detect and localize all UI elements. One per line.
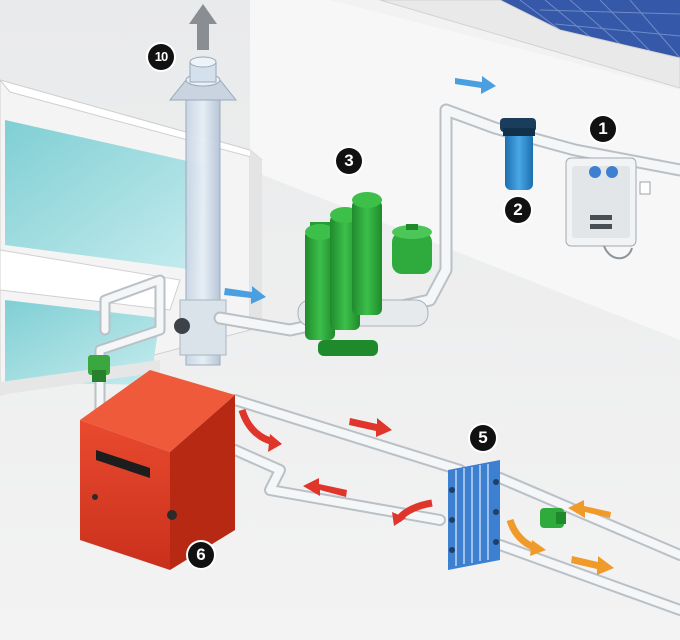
pipework <box>94 103 680 616</box>
circulation-pump <box>540 508 566 528</box>
component-badge-1: 1 <box>590 116 616 142</box>
water-flow-arrow-icon <box>455 76 496 94</box>
component-badge-2: 2 <box>505 197 531 223</box>
control-unit <box>565 157 651 260</box>
cooling-flow-arrow-icon <box>506 518 546 556</box>
component-badge-5: 5 <box>470 425 496 451</box>
cooling-flow-arrow-icon <box>571 556 614 575</box>
cooling-flow-arrow-icon <box>568 500 611 518</box>
pool-water-lower <box>5 300 160 385</box>
pool-water-upper <box>5 120 205 270</box>
heating-flow-arrow-icon <box>349 418 392 437</box>
back-wall <box>250 0 680 340</box>
pump-unit <box>305 222 335 340</box>
roof-tiles <box>330 0 680 90</box>
expansion-vessel <box>392 224 432 274</box>
heating-flow-arrow-icon <box>303 478 347 497</box>
flow-arrows <box>224 76 614 575</box>
boiler-display <box>96 450 150 478</box>
component-badge-6: 6 <box>188 542 214 568</box>
heating-flow-arrow-icon <box>238 408 282 452</box>
component-badge-3: 3 <box>336 148 362 174</box>
booster-pumps <box>297 192 432 356</box>
water-flow-arrow-icon <box>224 286 266 304</box>
heating-flow-arrow-icon <box>392 499 433 526</box>
component-badge-10: 10 <box>148 44 174 70</box>
pump-unit <box>352 192 382 315</box>
boiler <box>80 355 235 570</box>
exhaust-up-arrow-icon <box>189 4 217 50</box>
plate-heat-exchanger <box>448 460 566 570</box>
cartridge-filter <box>500 118 536 190</box>
motorised-valve <box>88 355 110 382</box>
